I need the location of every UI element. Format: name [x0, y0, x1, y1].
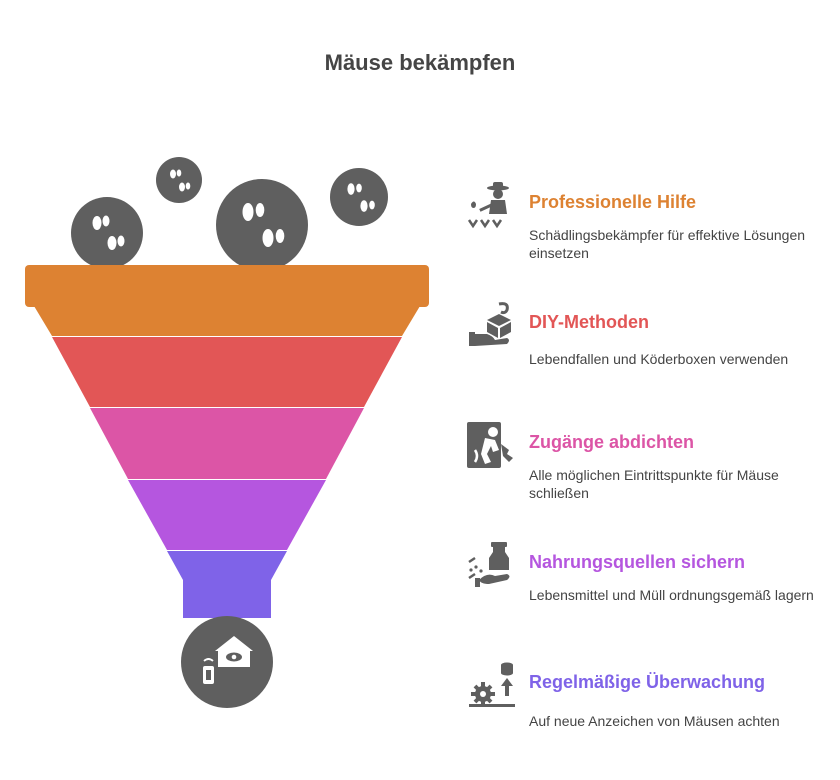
- mouse-footprints-icon: [156, 157, 202, 203]
- monitoring-gear-icon: [469, 662, 515, 707]
- hand-bait-box-icon: [469, 302, 511, 346]
- pest-control-worker-icon: [467, 182, 509, 229]
- item-description: Auf neue Anzeichen von Mäusen achten: [529, 713, 780, 729]
- item-title: DIY-Methoden: [529, 312, 649, 332]
- funnel-layer-1: [25, 265, 429, 307]
- item-title: Professionelle Hilfe: [529, 192, 697, 212]
- mouse-footprints-icon: [330, 168, 388, 226]
- food-storage-icon: [468, 542, 510, 587]
- sealing-door-icon: [467, 422, 513, 468]
- item-description: Alle möglichen Eintrittspunkte für Mäuse…: [529, 467, 779, 501]
- item-description: Lebendfallen und Köderboxen verwenden: [529, 351, 789, 367]
- funnel-layer-1-lower: [34, 306, 420, 336]
- item-title: Regelmäßige Überwachung: [529, 672, 766, 692]
- funnel-layer-4: [128, 480, 326, 550]
- funnel-layer-2: [52, 337, 402, 407]
- item-title: Zugänge abdichten: [529, 432, 695, 452]
- funnel-layer-3: [90, 408, 364, 479]
- item-description: Lebensmittel und Müll ordnungsgemäß lage…: [529, 587, 814, 603]
- page-title: Mäuse bekämpfen: [324, 50, 516, 75]
- funnel-layer-5: [167, 551, 287, 618]
- item-title: Nahrungsquellen sichern: [529, 552, 746, 572]
- mouse-footprints-icon: [216, 179, 308, 271]
- item-description: Schädlingsbekämpfer für effektive Lösung…: [529, 227, 806, 261]
- mouse-footprints-icon: [71, 197, 143, 269]
- house-monitoring-icon: [181, 616, 273, 708]
